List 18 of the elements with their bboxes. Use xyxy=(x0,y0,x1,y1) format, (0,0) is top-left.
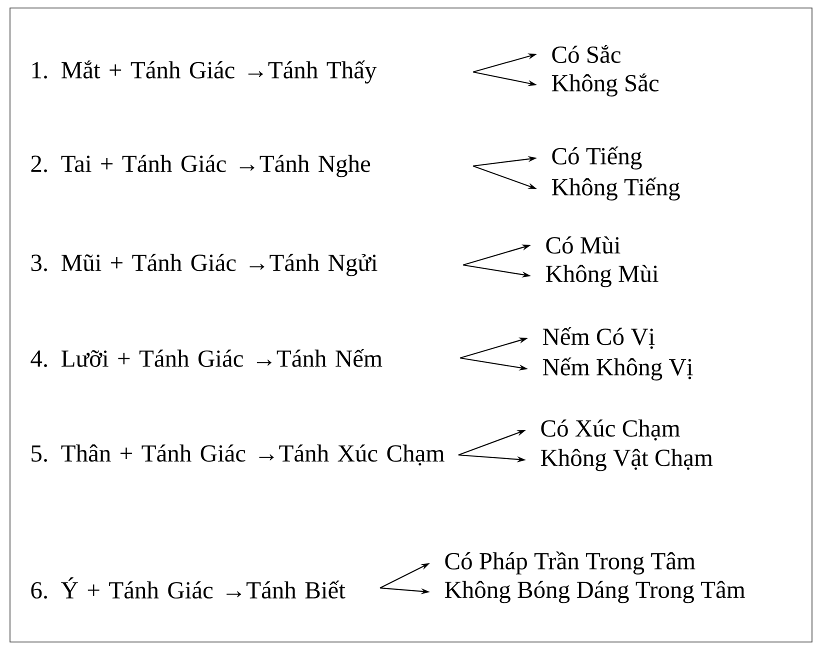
result-text: Có Tiếng xyxy=(552,146,642,170)
result-text: Nếm Có Vị xyxy=(542,327,655,349)
equation-text: 2. Tai + Tánh Giác →Tánh Nghe xyxy=(31,154,370,178)
equation-text: 1. Mắt + Tánh Giác →Tánh Thấy xyxy=(32,60,377,84)
equation-text: 6. Ý + Tánh Giác →Tánh Biết xyxy=(31,577,346,599)
result-text: Nếm Không Vị xyxy=(542,357,693,380)
result-text: Có Pháp Trần Trong Tâm xyxy=(445,551,696,574)
result-text: Không Sắc xyxy=(552,73,659,96)
equation-text: 5. Thân + Tánh Giác →Tánh Xúc Chạm xyxy=(32,444,444,466)
result-text: Không Tiếng xyxy=(552,177,680,200)
result-text: Có Mùi xyxy=(546,236,620,254)
result-text: Không Bóng Dáng Trong Tâm xyxy=(444,580,746,604)
result-text: Không Mùi xyxy=(546,264,658,288)
result-text: Có Xúc Chạm xyxy=(541,419,680,441)
result-text: Có Sắc xyxy=(552,45,620,63)
equation-text: 3. Mũi + Tánh Giác →Tánh Ngửi xyxy=(31,254,378,276)
equation-text: 4. Lưỡi + Tánh Giác →Tánh Nếm xyxy=(30,348,382,368)
result-text: Không Vật Chạm xyxy=(540,448,713,472)
